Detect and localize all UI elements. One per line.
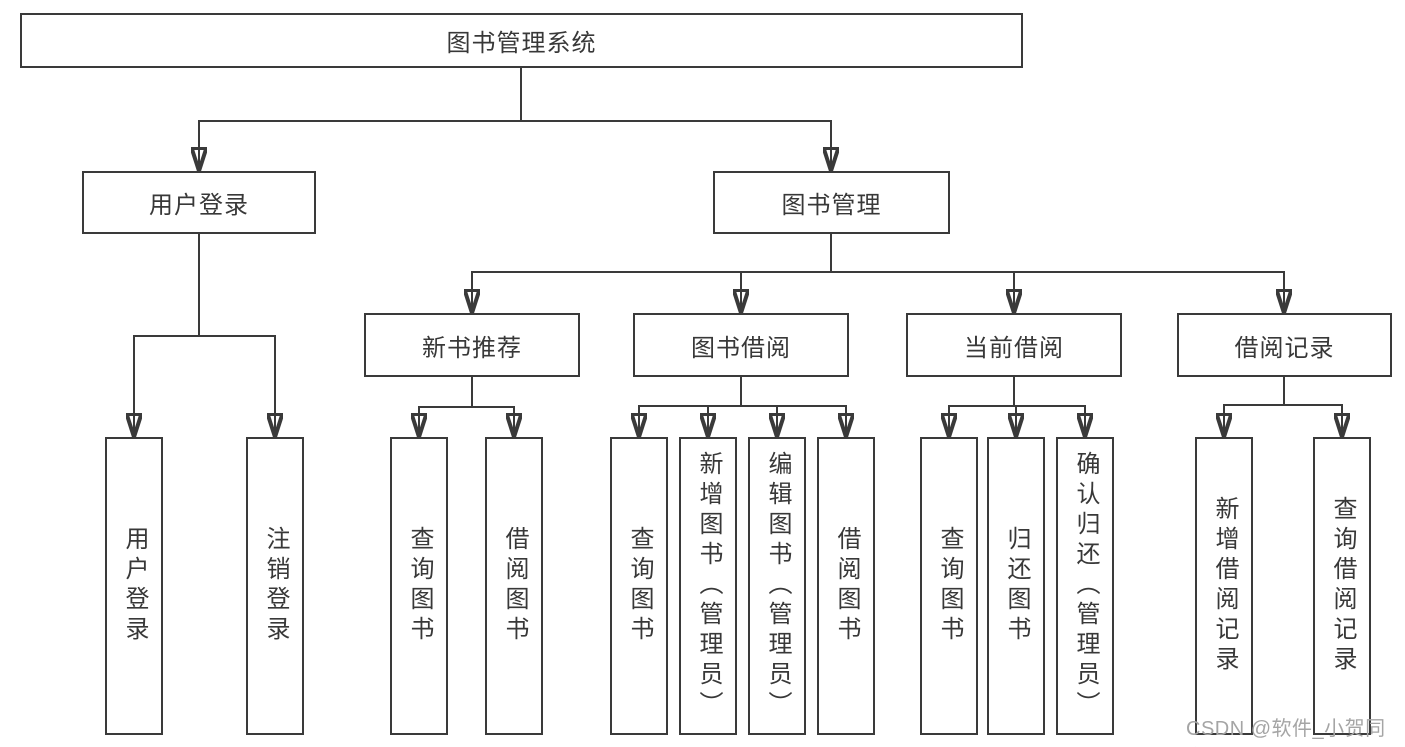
node-user-login-group: 用户登录 <box>82 171 316 234</box>
connector-current-to-leaves <box>949 377 1085 434</box>
node-borrow-records: 借阅记录 <box>1177 313 1392 377</box>
leaf-borrowing-add-books-admin: 新增图书（管理员） <box>679 437 737 735</box>
connector-user-login-to-leaves <box>134 234 275 434</box>
leaf-records-add-record: 新增借阅记录 <box>1195 437 1253 735</box>
node-library-system: 图书管理系统 <box>20 13 1023 68</box>
leaf-current-confirm-return-admin: 确认归还（管理员） <box>1056 437 1114 735</box>
leaf-user-login: 用户登录 <box>105 437 163 735</box>
node-book-borrowing: 图书借阅 <box>633 313 849 377</box>
connector-records-to-leaves <box>1224 377 1342 434</box>
connector-borrowing-to-leaves <box>639 377 846 434</box>
leaf-borrowing-borrow-books: 借阅图书 <box>817 437 875 735</box>
leaf-recommend-borrow-books: 借阅图书 <box>485 437 543 735</box>
leaf-current-query-books: 查询图书 <box>920 437 978 735</box>
node-book-management: 图书管理 <box>713 171 950 234</box>
connector-recommend-to-leaves <box>419 377 514 434</box>
node-current-borrowing: 当前借阅 <box>906 313 1122 377</box>
leaf-current-return-books: 归还图书 <box>987 437 1045 735</box>
leaf-logout: 注销登录 <box>246 437 304 735</box>
leaf-recommend-query-books: 查询图书 <box>390 437 448 735</box>
leaf-borrowing-query-books: 查询图书 <box>610 437 668 735</box>
watermark: CSDN @软件_小贺同学 <box>1186 718 1386 740</box>
connector-book-management-to-level3 <box>472 234 1284 310</box>
node-new-book-recommend: 新书推荐 <box>364 313 580 377</box>
leaf-records-query-record: 查询借阅记录 <box>1313 437 1371 735</box>
connector-root-to-level2 <box>199 68 831 168</box>
leaf-borrowing-edit-books-admin: 编辑图书（管理员） <box>748 437 806 735</box>
